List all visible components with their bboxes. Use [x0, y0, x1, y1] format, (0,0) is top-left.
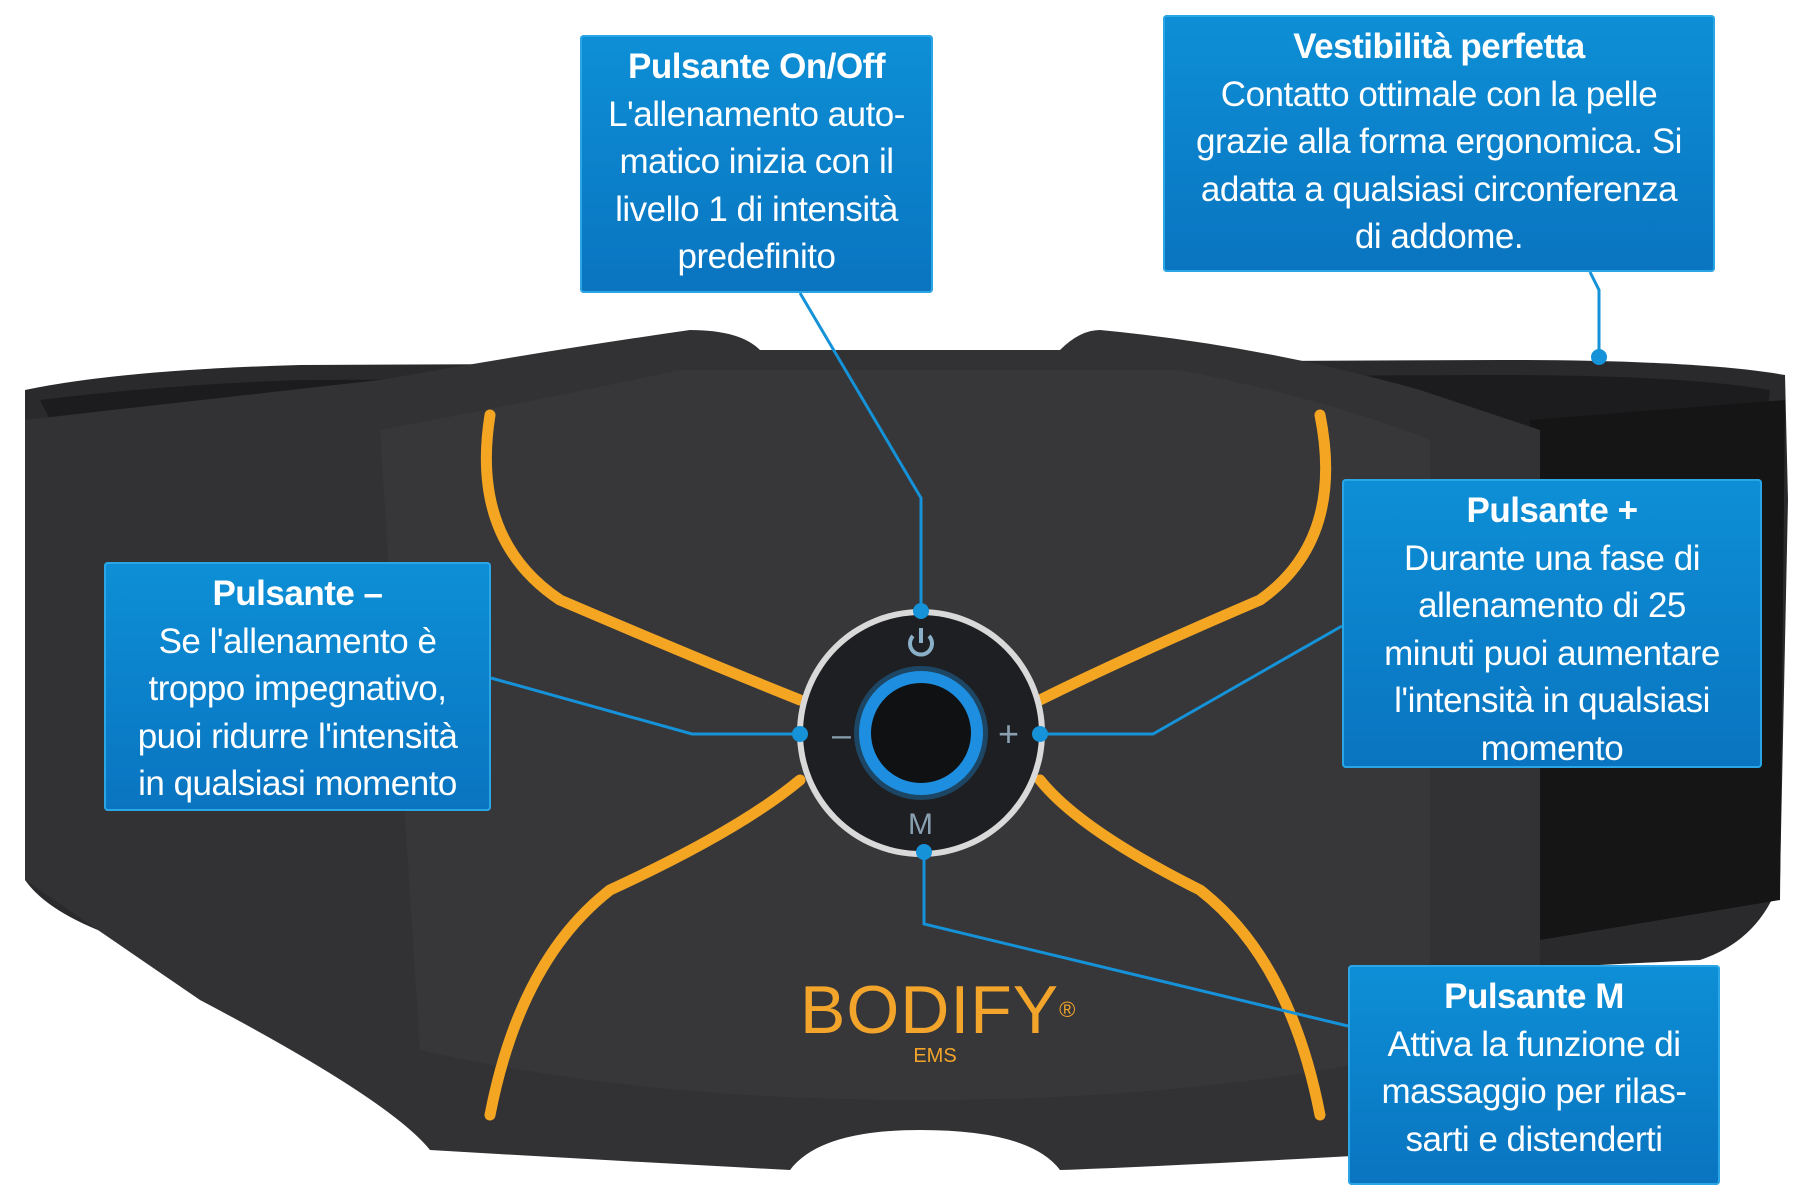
callout-m: Pulsante M Attiva la funzione di massagg… [1348, 965, 1720, 1185]
callout-fit: Vestibilità perfetta Contatto ottimale c… [1163, 15, 1715, 272]
control-unit [797, 609, 1045, 857]
callout-body: Durante una fase di allenamento di 25 mi… [1384, 538, 1720, 768]
power-icon [908, 628, 934, 657]
leader-lines [490, 271, 1601, 1028]
callout-minus: Pulsante – Se l'allenamento è troppo imp… [104, 562, 491, 811]
callout-title: Pulsante On/Off [628, 47, 885, 86]
registered-mark: ® [1059, 997, 1077, 1022]
minus-button-label[interactable]: – [832, 716, 851, 754]
callout-title: Vestibilità perfetta [1293, 27, 1585, 66]
callout-body: Attiva la funzione di massaggio per rila… [1381, 1024, 1687, 1159]
callout-body: Se l'allenamento è troppo impegnativo, p… [137, 621, 458, 804]
callout-plus: Pulsante + Durante una fase di allenamen… [1342, 479, 1762, 768]
callout-title: Pulsante M [1444, 977, 1624, 1016]
callout-title: Pulsante + [1466, 491, 1638, 530]
callout-title: Pulsante – [212, 574, 383, 613]
brand-name: BODIFY [800, 972, 1060, 1048]
leader-dots [792, 349, 1607, 860]
callout-body: Contatto ottimale con la pelle grazie al… [1196, 74, 1682, 257]
plus-button-label[interactable]: + [998, 713, 1019, 754]
brand-logo: BODIFY® EMS [800, 972, 1075, 1068]
callout-onoff: Pulsante On/Off L'allenamento auto- mati… [580, 35, 933, 293]
brand-sub: EMS [913, 1045, 957, 1067]
electrode-lines [480, 409, 1332, 1121]
callout-body: L'allenamento auto- matico inizia con il… [608, 94, 905, 277]
m-button-label[interactable]: M [908, 808, 933, 841]
